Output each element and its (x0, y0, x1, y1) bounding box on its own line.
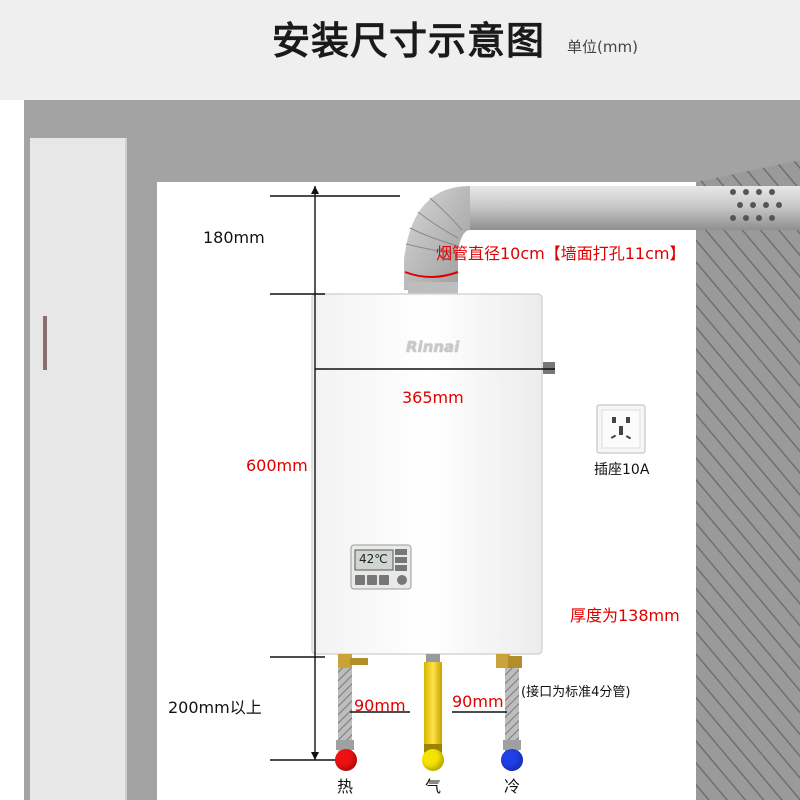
header-band (0, 0, 800, 100)
right-wall (696, 160, 800, 800)
unit-label: 单位(mm) (567, 38, 638, 56)
brand-logo: Rinnai (406, 338, 460, 356)
gas-fitting (426, 654, 440, 662)
cabinet-handle (43, 316, 47, 370)
page-title: 安装尺寸示意图 (272, 19, 546, 63)
hot-port-label: 热 (337, 777, 354, 796)
top-clearance-label: 180mm (203, 228, 265, 247)
display-temperature: 42℃ (359, 552, 388, 566)
cabinet (30, 138, 126, 800)
bottom-clearance-label: 200mm以上 (168, 698, 262, 717)
ceiling-edge (24, 138, 800, 182)
cold-fitting (496, 654, 510, 668)
pipe-gap-left-label: 90mm (354, 696, 406, 715)
gas-pipe (424, 662, 442, 754)
flue-elbow (404, 186, 470, 290)
height-label: 600mm (246, 456, 308, 475)
thickness-label: 厚度为138mm (570, 606, 680, 625)
gas-port-dot (422, 749, 444, 771)
cold-port-dot (501, 749, 523, 771)
connector-note: (接口为标准4分管) (521, 685, 631, 700)
lcd-screen (354, 549, 394, 571)
hot-port-dot (335, 749, 357, 771)
hot-fitting (338, 654, 352, 668)
dimension-lines (270, 186, 555, 761)
flue-collar (408, 282, 458, 296)
flue-diameter-mark (404, 271, 459, 278)
flue-diameter-label: 烟管直径10cm【墙面打孔11cm】 (436, 244, 686, 263)
cold-port-label: 冷 (504, 777, 521, 796)
gas-port-label: 气 (425, 777, 442, 796)
hot-hose (338, 668, 352, 752)
socket-label: 插座10A (594, 462, 650, 478)
width-label: 365mm (402, 388, 464, 407)
flue-perforations (730, 189, 782, 221)
pipe-gap-right-label: 90mm (452, 692, 504, 711)
side-screw (543, 362, 555, 374)
cold-hose (505, 668, 519, 752)
floor (157, 768, 696, 800)
flue-pipe (470, 186, 800, 230)
